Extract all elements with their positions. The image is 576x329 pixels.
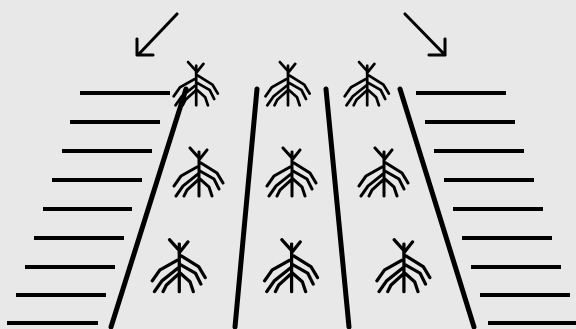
furrow-line-1 — [108, 86, 189, 329]
corn-plant-icon — [375, 238, 432, 294]
plant-row-top — [172, 60, 391, 107]
right-hatch-lines — [416, 91, 576, 325]
plant-row-bottom — [150, 238, 432, 294]
corn-plant-icon — [264, 60, 311, 107]
right-arrowhead — [427, 37, 447, 57]
corn-plant-icon — [150, 238, 207, 294]
corn-plant-icon — [357, 146, 410, 198]
corn-plant-icon — [172, 146, 225, 198]
left-arrowhead — [135, 37, 155, 57]
corn-plant-icon — [172, 60, 220, 107]
right-arrow — [403, 12, 447, 57]
left-arrow — [135, 12, 179, 57]
corn-plant-icon — [265, 146, 318, 198]
left-hatch-lines — [7, 91, 170, 325]
plant-row-middle — [172, 146, 410, 198]
corn-plant-icon — [343, 60, 391, 107]
right-arrow-icon — [403, 12, 447, 57]
furrow-line-4 — [397, 86, 477, 329]
furrow-line-2 — [232, 86, 260, 329]
furrow-line-3 — [323, 86, 352, 329]
left-arrow-icon — [136, 12, 179, 57]
furrow-lines — [108, 86, 477, 329]
corn-plant-icon — [262, 238, 320, 294]
